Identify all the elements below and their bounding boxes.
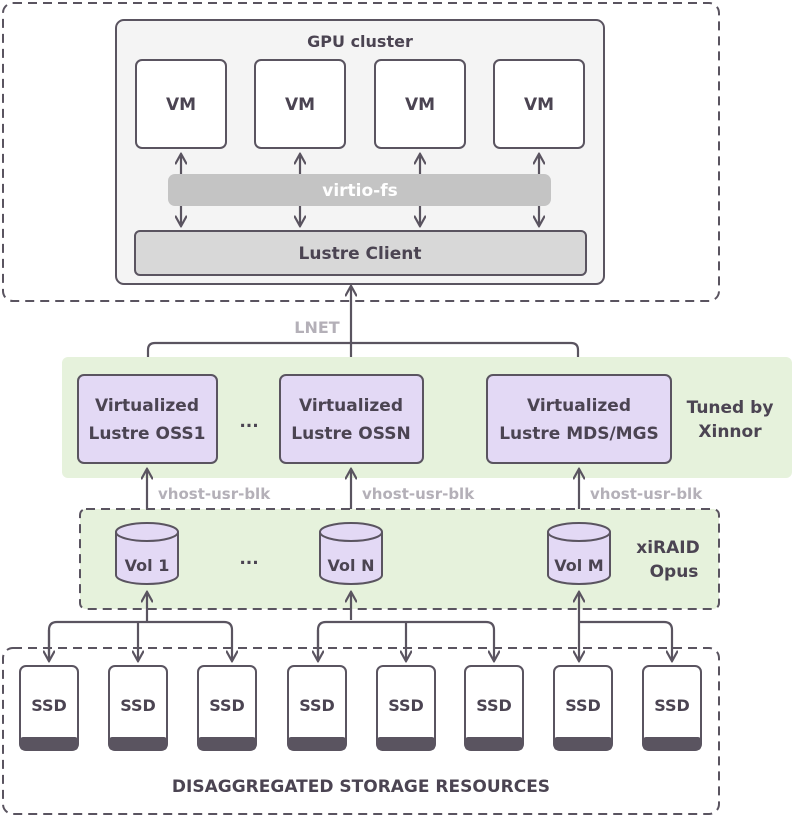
oss1-label-line2: Lustre OSS1 <box>88 424 205 444</box>
ssd-label: SSD <box>476 696 512 715</box>
gpu-cluster-title: GPU cluster <box>307 32 413 51</box>
ssd-drive: SSD <box>287 665 347 751</box>
volume-label: Vol 1 <box>125 556 170 575</box>
lnet-distribution-line <box>148 341 578 370</box>
vm-label: VM <box>166 95 196 115</box>
tuned-by-label-line1: Tuned by <box>687 398 774 418</box>
vhost-link-label: vhost-usr-blk <box>362 485 475 503</box>
ssd-label: SSD <box>209 696 245 715</box>
xiraid-label-line2: Opus <box>650 562 699 582</box>
volume-cylinder: Vol N <box>319 522 383 585</box>
volume-cylinder: Vol M <box>547 522 611 585</box>
lustre-client-bar <box>134 230 587 276</box>
gpu-zone-dashed-border <box>2 2 720 302</box>
vm-box: VM <box>493 59 585 149</box>
ssd-drive: SSD <box>642 665 702 751</box>
ssd-label: SSD <box>31 696 67 715</box>
ssd-label: SSD <box>388 696 424 715</box>
volume-to-ssd-links <box>49 593 672 660</box>
mds-mgs-label-line1: Virtualized <box>527 396 631 416</box>
vm-box: VM <box>135 59 227 149</box>
ssd-drive: SSD <box>464 665 524 751</box>
ossn-server-box <box>279 374 424 464</box>
storage-title: DISAGGREGATED STORAGE RESOURCES <box>172 777 550 797</box>
ssd-label: SSD <box>654 696 690 715</box>
vm-label: VM <box>285 95 315 115</box>
vm-box: VM <box>254 59 346 149</box>
lnet-label: LNET <box>294 318 340 337</box>
ssd-drive: SSD <box>108 665 168 751</box>
virtio-fs-bar <box>168 174 551 206</box>
ossn-label-line1: Virtualized <box>299 396 403 416</box>
vm-box: VM <box>374 59 466 149</box>
ssd-drive: SSD <box>376 665 436 751</box>
gpu-cluster-box <box>115 19 605 285</box>
ssd-label: SSD <box>120 696 156 715</box>
ssd-label: SSD <box>299 696 335 715</box>
virtio-fs-label: virtio-fs <box>322 181 398 201</box>
lnet-label-background <box>286 316 348 338</box>
ssd-drive: SSD <box>553 665 613 751</box>
volume-cylinder: Vol 1 <box>115 522 179 585</box>
ssd-label: SSD <box>565 696 601 715</box>
vm-label: VM <box>524 95 554 115</box>
mds-mgs-label-line2: Lustre MDS/MGS <box>499 424 659 444</box>
lustre-client-label: Lustre Client <box>299 244 422 264</box>
servers-ellipsis: ... <box>239 412 258 432</box>
ssd-drive: SSD <box>19 665 79 751</box>
volume-label: Vol M <box>554 556 603 575</box>
vhost-link-label: vhost-usr-blk <box>590 485 703 503</box>
oss1-server-box <box>77 374 218 464</box>
ossn-label-line2: Lustre OSSN <box>291 424 410 444</box>
volume-label: Vol N <box>328 556 375 575</box>
mds-mgs-server-box <box>486 374 672 464</box>
vhost-link-label: vhost-usr-blk <box>158 485 271 503</box>
oss1-label-line1: Virtualized <box>95 396 199 416</box>
tuned-by-label-line2: Xinnor <box>698 422 762 442</box>
vm-label: VM <box>405 95 435 115</box>
ssd-drive: SSD <box>197 665 257 751</box>
storage-zone-dashed-border <box>2 647 720 815</box>
volumes-ellipsis: ... <box>239 549 258 569</box>
xiraid-label-line1: xiRAID <box>636 538 699 558</box>
